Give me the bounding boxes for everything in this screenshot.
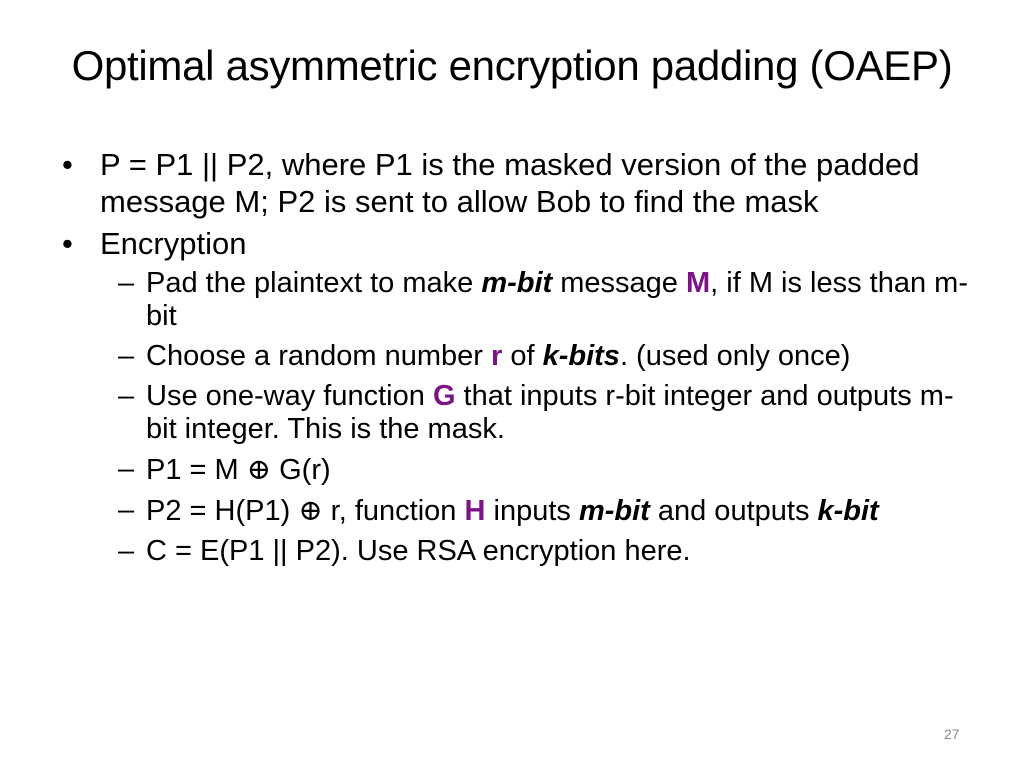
- xor-symbol: ⊕: [246, 452, 272, 486]
- sub-bullet-item: – Use one-way function G that inputs r-b…: [118, 380, 970, 446]
- emphasis-text: k-bits: [542, 340, 620, 372]
- emphasis-text: m-bit: [481, 267, 553, 299]
- sub-bullet-item: – Pad the plaintext to make m-bit messag…: [118, 267, 970, 333]
- bullet-item: • P = P1 || P2, where P1 is the masked v…: [60, 146, 970, 220]
- text-run: message: [552, 267, 686, 299]
- text-run: Choose a random number: [146, 340, 491, 372]
- bullet-text: P = P1 || P2, where P1 is the masked ver…: [100, 147, 920, 219]
- dash-icon: –: [118, 453, 135, 485]
- xor-symbol: ⊕: [298, 493, 323, 527]
- text-run: and outputs: [649, 495, 818, 527]
- highlight-text: M: [685, 267, 711, 299]
- highlight-text: G: [432, 380, 456, 412]
- page-number: 27: [944, 726, 960, 742]
- dash-icon: –: [118, 494, 135, 526]
- text-run: inputs: [485, 495, 579, 527]
- bullet-text: Encryption: [100, 226, 247, 261]
- text-run: , if M is less than m-bit: [146, 267, 968, 332]
- slide-body: • P = P1 || P2, where P1 is the masked v…: [60, 146, 970, 575]
- sub-bullet-item: – Choose a random number r of k-bits. (u…: [118, 340, 970, 373]
- text-run: P2 = H(P1): [146, 495, 299, 527]
- text-run: G(r): [271, 454, 331, 486]
- dash-icon: –: [118, 535, 135, 567]
- dash-icon: –: [118, 380, 135, 412]
- bullet-item: • Encryption: [60, 225, 970, 262]
- bullet-icon: •: [62, 147, 73, 182]
- highlight-text: H: [464, 495, 486, 527]
- text-run: . (used only once): [619, 340, 851, 372]
- text-run: Use one-way function: [146, 380, 433, 412]
- sub-bullet-item: – P1 = M ⊕ G(r): [118, 452, 970, 487]
- bullet-icon: •: [62, 226, 73, 261]
- text-run: P1 = M: [146, 454, 247, 486]
- highlight-text: r: [490, 340, 503, 372]
- emphasis-text: k-bit: [817, 495, 879, 527]
- text-run: Pad the plaintext to make: [146, 267, 482, 299]
- text-run: r, function: [322, 495, 465, 527]
- sub-bullet-item: – P2 = H(P1) ⊕ r, function H inputs m-bi…: [118, 493, 970, 528]
- slide-title: Optimal asymmetric encryption padding (O…: [71, 42, 953, 89]
- text-run: of: [502, 340, 543, 372]
- text-run: C = E(P1 || P2). Use RSA encryption here…: [146, 535, 691, 567]
- sub-bullet-item: – C = E(P1 || P2). Use RSA encryption he…: [118, 535, 970, 568]
- text-run: that inputs r-bit integer and outputs m-…: [146, 380, 954, 445]
- dash-icon: –: [118, 340, 135, 372]
- dash-icon: –: [118, 267, 135, 299]
- emphasis-text: m-bit: [578, 495, 650, 527]
